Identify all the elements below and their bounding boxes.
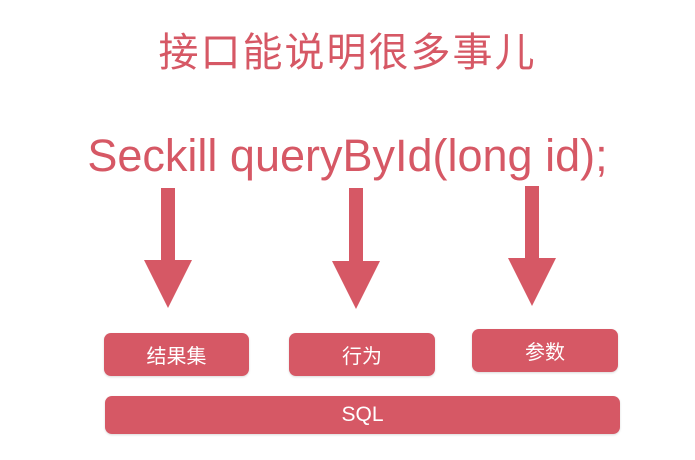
sql-box: SQL: [105, 396, 620, 434]
result-set-label: 结果集: [146, 344, 207, 368]
arrow-to-params: [508, 186, 556, 306]
params-box: 参数: [472, 329, 618, 372]
behavior-box: 行为: [289, 333, 435, 376]
method-signature: Seckill queryById(long id);: [87, 130, 608, 181]
arrow-to-behavior: [332, 188, 380, 309]
behavior-label: 行为: [342, 344, 382, 368]
sql-label: SQL: [341, 403, 384, 426]
params-label: 参数: [525, 340, 565, 364]
slide-title: 接口能说明很多事儿: [158, 30, 537, 76]
result-set-box: 结果集: [104, 333, 249, 376]
arrow-to-result: [144, 188, 192, 308]
